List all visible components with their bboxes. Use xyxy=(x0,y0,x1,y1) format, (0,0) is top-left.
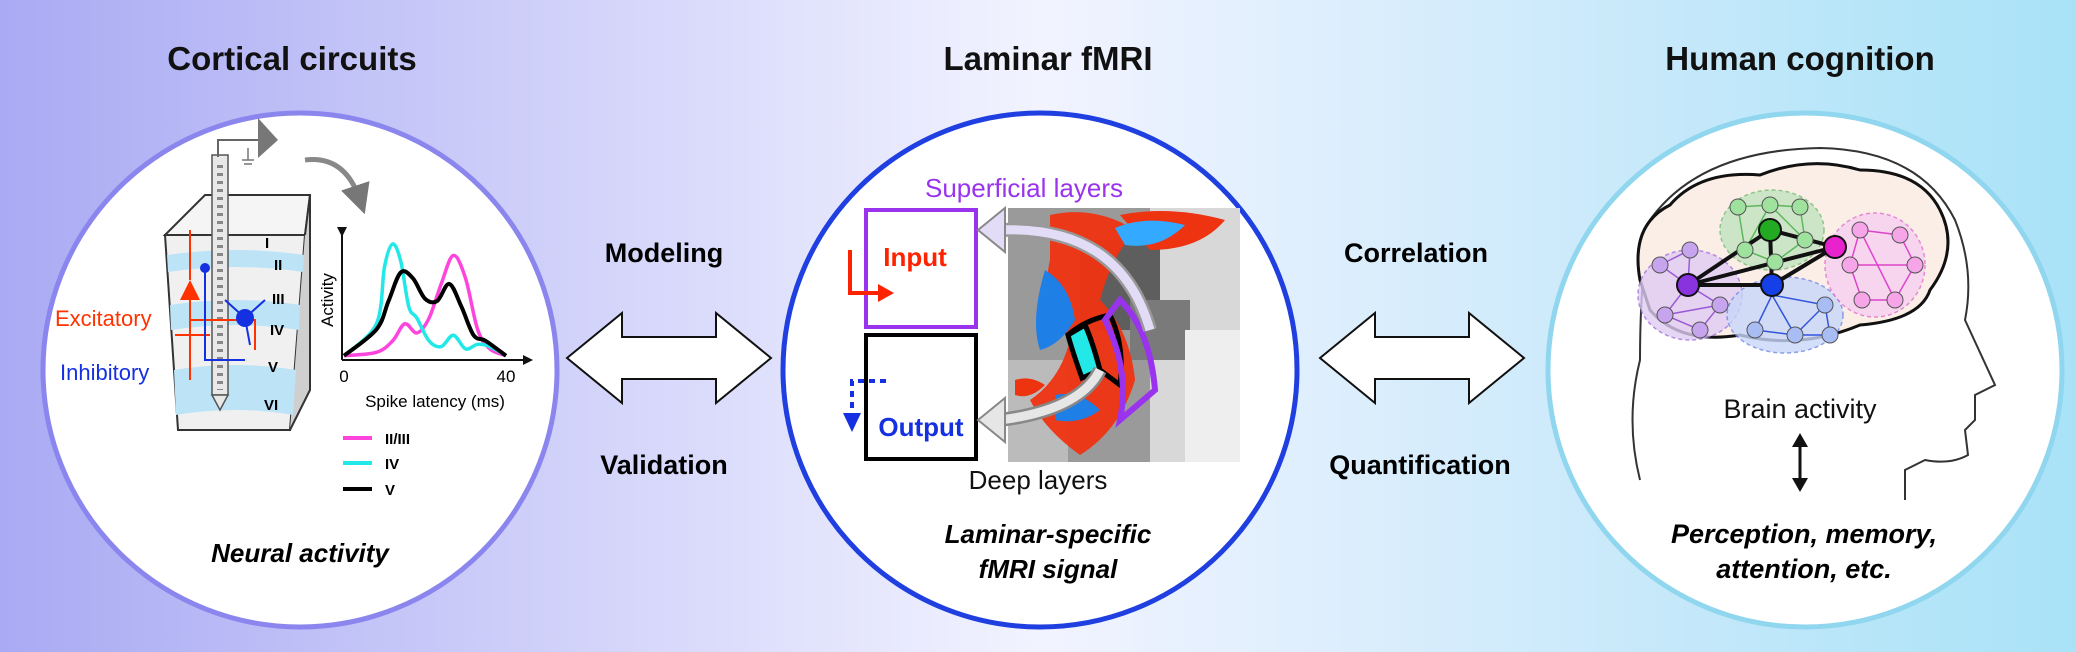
deep-layers-label: Deep layers xyxy=(969,465,1108,495)
quantification-label: Quantification xyxy=(1329,450,1511,480)
laminar-fmri-title: Laminar fMRI xyxy=(943,40,1152,77)
layer-label-1: I xyxy=(265,235,269,252)
curved-arrow xyxy=(304,157,370,215)
fmri-image xyxy=(1008,208,1240,462)
cortical-column: I II III IV V VI xyxy=(162,118,312,431)
spike-latency-chart: Activity Spike latency (ms) 0 40 II/III … xyxy=(318,227,533,499)
cortical-circuits-panel: Cortical circuits I II III IV V VI xyxy=(40,40,560,630)
human-cognition-panel: Human cognition xyxy=(1545,40,2065,630)
legend-label-ii-iii: II/III xyxy=(385,431,410,448)
legend-label-iv: IV xyxy=(385,456,399,473)
human-cognition-title: Human cognition xyxy=(1665,40,1934,77)
layer-label-4: IV xyxy=(270,322,284,339)
laminar-caption-line1: Laminar-specific xyxy=(945,519,1152,549)
series-line-v xyxy=(342,269,508,358)
chart-xlabel: Spike latency (ms) xyxy=(365,392,505,411)
bidirectional-arrow-icon xyxy=(1792,433,1808,492)
brain-activity-label: Brain activity xyxy=(1723,394,1877,424)
series-line-iv xyxy=(342,242,507,358)
validation-label: Validation xyxy=(600,450,728,480)
chart-series-group xyxy=(342,242,508,358)
superficial-layers-label: Superficial layers xyxy=(925,173,1123,203)
input-box xyxy=(864,208,978,329)
hub-node-blue xyxy=(1760,273,1784,297)
cognition-caption-line1: Perception, memory, xyxy=(1671,519,1937,549)
hub-node-purple xyxy=(1676,273,1700,297)
excitatory-neuron xyxy=(180,280,200,300)
left-connector: Modeling Validation xyxy=(565,238,773,480)
output-label: Output xyxy=(878,412,964,442)
head-outline xyxy=(1631,146,1997,500)
input-arrow xyxy=(848,250,880,295)
right-double-arrow xyxy=(1318,310,1526,406)
laminar-fmri-panel: Laminar fMRI Superficial layers Input xyxy=(780,40,1300,630)
cognition-caption-line2: attention, etc. xyxy=(1716,554,1892,584)
legend-label-v: V xyxy=(385,482,395,499)
layer-label-2: II xyxy=(274,257,282,274)
layer-label-5: V xyxy=(268,359,278,376)
laminar-caption-line2: fMRI signal xyxy=(979,554,1118,584)
inhibitory-label: Inhibitory xyxy=(60,360,149,385)
neural-activity-caption: Neural activity xyxy=(211,538,390,568)
hub-node-green xyxy=(1758,218,1782,242)
layer-label-6: VI xyxy=(264,397,278,414)
right-connector: Correlation Quantification xyxy=(1318,238,1526,480)
output-arrow xyxy=(850,379,886,415)
output-box xyxy=(864,333,978,461)
chart-ylabel: Activity xyxy=(318,273,337,327)
brain-network xyxy=(1636,162,1950,354)
correlation-label: Correlation xyxy=(1344,238,1488,268)
hub-node-pink xyxy=(1823,235,1847,259)
x-tick-label-0: 0 xyxy=(339,367,348,386)
cortical-circuits-title: Cortical circuits xyxy=(167,40,416,77)
excitatory-label: Excitatory xyxy=(55,306,152,331)
input-label: Input xyxy=(883,242,947,272)
modeling-label: Modeling xyxy=(605,238,723,268)
x-tick-label-40: 40 xyxy=(497,367,516,386)
left-double-arrow xyxy=(565,310,773,406)
chart-legend: II/III IV V xyxy=(343,431,410,499)
layer-label-3: III xyxy=(272,291,285,308)
laminar-roi-superficial xyxy=(1101,295,1159,428)
